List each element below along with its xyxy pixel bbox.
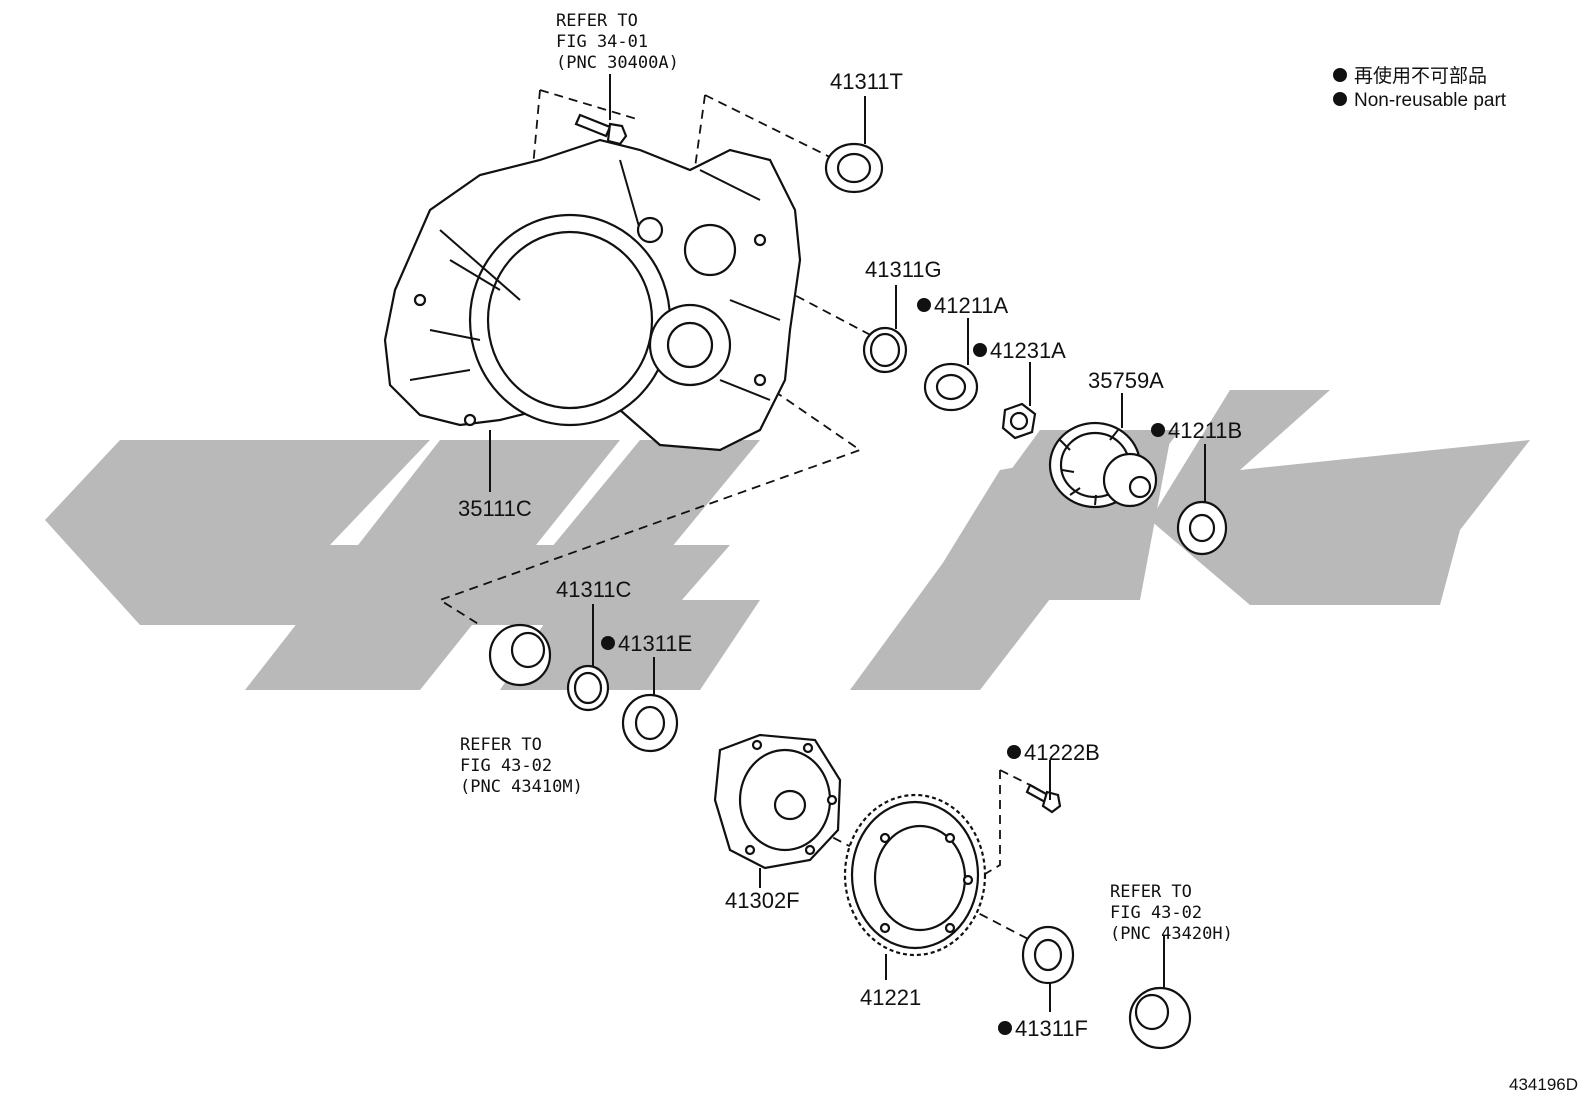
ring-41311G-drawing	[862, 326, 908, 374]
reference-line: (PNC 30400A)	[556, 53, 679, 73]
reference-line: FIG 43-02	[1110, 903, 1202, 923]
part-label-41311C: 41311C	[556, 577, 632, 602]
nut-41231A-drawing	[1001, 402, 1037, 440]
bearing-41211A-drawing	[923, 362, 979, 412]
reference-line: FIG 34-01	[556, 32, 648, 52]
ring-gear-41221-drawing	[843, 793, 987, 957]
bolt-drawing	[574, 113, 628, 146]
legend-line-en: Non-reusable part	[1354, 90, 1507, 111]
reference-line: REFER TO	[556, 11, 638, 31]
part-label-41302F: 41302F	[725, 888, 800, 913]
figure-number: 434196D	[1509, 1075, 1578, 1094]
non-reusable-marker-icon	[1007, 745, 1021, 759]
reference-line: REFER TO	[1110, 882, 1192, 902]
part-label-41211B: 41211B	[1168, 418, 1242, 443]
bearing-41311F-drawing	[1021, 925, 1075, 985]
bolt-41222B-drawing	[1025, 783, 1062, 814]
bearing-41311E-drawing	[621, 693, 679, 753]
bearing-41211B-drawing	[1176, 500, 1228, 556]
part-label-41222B: 41222B	[1024, 740, 1100, 765]
reference-note-right: REFER TO FIG 43-02 (PNC 43420H)	[1110, 882, 1233, 944]
part-label-41311E: 41311E	[618, 631, 692, 656]
non-reusable-marker-icon	[973, 343, 987, 357]
oil-seal-right-drawing	[1128, 986, 1192, 1050]
reference-note-left: REFER TO FIG 43-02 (PNC 43410M)	[460, 735, 583, 797]
part-label-41221: 41221	[860, 985, 921, 1010]
non-reusable-marker-icon	[601, 636, 615, 650]
leader-lines	[489, 74, 1206, 1012]
legend-bullet-icon	[1333, 92, 1347, 106]
oil-seal-41311T-drawing	[824, 142, 884, 194]
watermark-logo	[45, 390, 1530, 690]
reference-line: REFER TO	[460, 735, 542, 755]
part-label-41311G: 41311G	[865, 257, 942, 282]
differential-case-41302F-drawing	[713, 733, 842, 870]
reference-line: (PNC 43420H)	[1110, 924, 1233, 944]
legend-bullet-icon	[1333, 68, 1347, 82]
reference-note-top: REFER TO FIG 34-01 (PNC 30400A)	[556, 11, 679, 73]
part-label-41311F: 41311F	[1015, 1016, 1088, 1041]
part-label-35759A: 35759A	[1088, 368, 1164, 393]
ring-41311C-drawing	[566, 664, 610, 712]
non-reusable-marker-icon	[917, 298, 931, 312]
non-reusable-marker-icon	[1151, 423, 1165, 437]
part-label-41311T: 41311T	[830, 69, 903, 94]
oil-seal-left-drawing	[488, 623, 552, 687]
legend: 再使用不可部品 Non-reusable part	[1333, 65, 1507, 111]
reference-line: FIG 43-02	[460, 756, 552, 776]
part-label-41211A: 41211A	[934, 293, 1009, 318]
transaxle-housing-drawing	[383, 138, 802, 452]
part-label-41231A: 41231A	[990, 338, 1066, 363]
reference-line: (PNC 43410M)	[460, 777, 583, 797]
non-reusable-marker-icon	[998, 1021, 1012, 1035]
gear-35759A-drawing	[1048, 421, 1158, 509]
part-labels: 41311T 41311G 41211A 41231A 35759A 41211…	[458, 69, 1242, 1041]
part-label-35111C: 35111C	[458, 496, 532, 521]
legend-line-ja: 再使用不可部品	[1354, 65, 1487, 87]
